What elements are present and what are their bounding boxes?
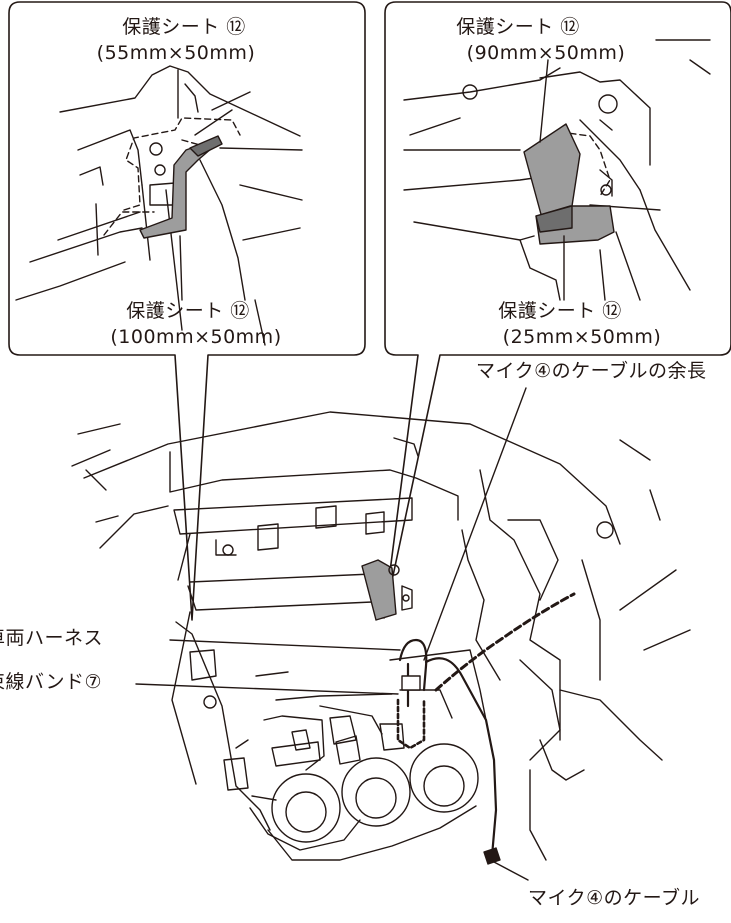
vent-right — [409, 743, 479, 813]
left-sheet-large — [139, 139, 215, 239]
mic-cable-dashed — [434, 592, 576, 692]
right-sheet-large — [523, 123, 581, 219]
vehicle-harness-label: 車両ハーネス — [0, 627, 104, 649]
left-bottom-sheet-size: (100mm×50mm) — [110, 326, 282, 348]
mic-cable — [424, 657, 498, 858]
left-inset-sketch — [15, 65, 303, 346]
left-top-sheet-size: (55mm×50mm) — [96, 42, 256, 64]
right-bottom-sheet-name: 保護シート ⑫ — [498, 300, 622, 322]
mic-cable-label: マイク④のケーブル — [528, 887, 701, 909]
left-inset-frame — [8, 1, 366, 621]
vent-left — [271, 773, 341, 843]
right-inset-sketch — [403, 39, 711, 301]
right-inset-frame — [383, 1, 731, 619]
vent-center — [341, 757, 411, 827]
left-sheet-small — [189, 135, 223, 157]
cable-tie-label: 束線バンド⑦ — [0, 671, 102, 693]
dashboard-sketch — [71, 411, 691, 865]
mic-plug — [483, 847, 501, 865]
mic-cable-excess-label: マイク④のケーブルの余長 — [476, 360, 707, 382]
right-top-sheet-size: (90mm×50mm) — [466, 42, 626, 64]
left-bottom-sheet-name: 保護シート ⑫ — [126, 300, 250, 322]
left-top-sheet-name: 保護シート ⑫ — [122, 16, 246, 38]
right-top-sheet-name: 保護シート ⑫ — [456, 16, 580, 38]
right-bottom-sheet-size: (25mm×50mm) — [502, 326, 662, 348]
